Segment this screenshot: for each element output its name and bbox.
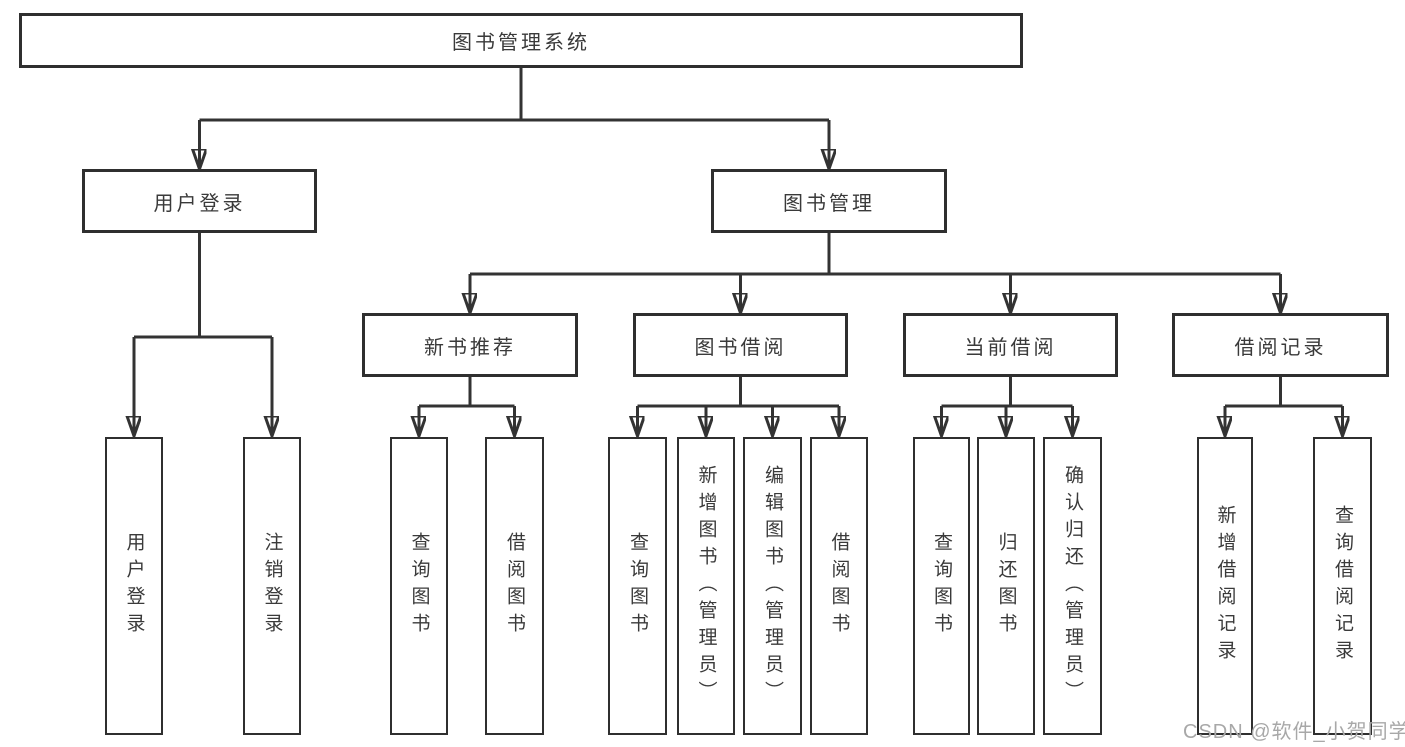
node-label: 图书管理 <box>783 192 875 215</box>
node-book-management: 图书管理 <box>711 169 947 233</box>
node-label: 图书管理系统 <box>452 32 590 54</box>
leaf-records-add-borrow-record: 新增借阅记录 <box>1197 437 1253 735</box>
csdn-watermark: CSDN @软件_小贺同学 <box>1183 721 1405 743</box>
leaf-current-query-books: 查询图书 <box>913 437 970 735</box>
leaf-records-query-borrow-record: 查询借阅记录 <box>1313 437 1372 735</box>
leaf-current-confirm-return-admin: 确认归还（管理员） <box>1043 437 1102 735</box>
leaf-recommend-borrow-books: 借阅图书 <box>485 437 544 735</box>
leaf-recommend-query-books: 查询图书 <box>390 437 448 735</box>
node-label: 当前借阅 <box>964 336 1057 359</box>
node-label: 确认归还（管理员） <box>1062 464 1083 708</box>
node-label: 新书推荐 <box>424 336 516 359</box>
leaf-borrowing-borrow-books: 借阅图书 <box>810 437 868 735</box>
node-label: 查询图书 <box>627 532 648 640</box>
node-user-login: 用户登录 <box>82 169 317 233</box>
node-label: 编辑图书（管理员） <box>762 464 783 708</box>
node-borrowing-records: 借阅记录 <box>1172 313 1389 377</box>
node-label: 用户登录 <box>123 532 145 640</box>
node-book-borrowing: 图书借阅 <box>633 313 848 377</box>
node-new-book-recommend: 新书推荐 <box>362 313 578 377</box>
leaf-borrowing-edit-books-admin: 编辑图书（管理员） <box>743 437 802 735</box>
node-label: 查询借阅记录 <box>1332 505 1353 667</box>
node-label: 新增图书（管理员） <box>695 464 717 708</box>
leaf-borrowing-add-books-admin: 新增图书（管理员） <box>677 437 735 735</box>
node-label: 借阅图书 <box>504 532 525 640</box>
node-label: 查询图书 <box>931 532 952 640</box>
node-label: 新增借阅记录 <box>1214 505 1236 667</box>
node-current-borrowing: 当前借阅 <box>903 313 1118 377</box>
leaf-current-return-books: 归还图书 <box>977 437 1035 735</box>
node-label: 借阅图书 <box>828 532 850 640</box>
node-root-library-system: 图书管理系统 <box>19 13 1023 68</box>
node-label: 借阅记录 <box>1234 336 1327 359</box>
node-label: 归还图书 <box>995 532 1017 640</box>
node-label: 用户登录 <box>153 192 246 215</box>
node-label: 图书借阅 <box>694 336 787 359</box>
leaf-logout: 注销登录 <box>243 437 301 735</box>
leaf-user-login: 用户登录 <box>105 437 163 735</box>
node-label: 查询图书 <box>408 532 430 640</box>
leaf-borrowing-query-books: 查询图书 <box>608 437 667 735</box>
node-label: 注销登录 <box>261 532 283 640</box>
